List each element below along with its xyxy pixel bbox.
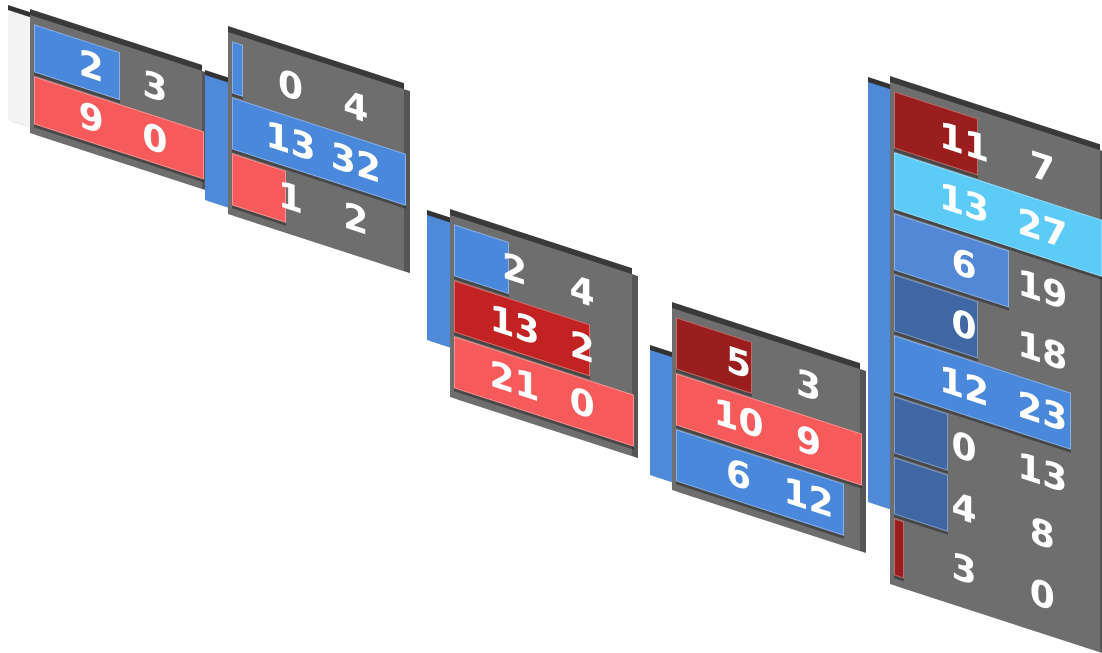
score-value-b: 4	[569, 267, 595, 317]
panel-side-bar	[650, 350, 674, 483]
score-value-b: 19	[1017, 261, 1068, 319]
score-value-b: 4	[343, 82, 369, 133]
panel-side-bar	[205, 75, 229, 208]
score-value-a: 5	[726, 339, 752, 389]
score-value-a: 0	[951, 300, 977, 351]
score-value-b: 0	[569, 379, 595, 429]
score-bar	[894, 518, 905, 579]
score-value-b: 9	[795, 417, 821, 467]
score-value-a: 0	[277, 61, 303, 111]
score-value-b: 0	[1029, 570, 1055, 620]
score-value-b: 3	[142, 63, 168, 113]
score-value-b: 0	[142, 115, 168, 165]
score-value-b: 18	[1017, 322, 1068, 380]
score-value-b: 7	[1029, 143, 1055, 193]
panel-side-bar	[868, 82, 890, 510]
score-value-a: 2	[501, 245, 528, 295]
score-value-b: 13	[1017, 444, 1068, 502]
score-value-b: 8	[1029, 509, 1055, 559]
score-value-a: 6	[726, 451, 752, 501]
score-value-a: 2	[78, 42, 104, 92]
score-value-b: 3	[795, 361, 821, 411]
score-bar	[232, 41, 243, 97]
panel-side-bar	[8, 10, 30, 128]
score-value-a: 4	[951, 483, 977, 534]
panel-side-bar	[427, 215, 451, 348]
score-value-a: 6	[951, 239, 977, 290]
score-value-a: 9	[78, 94, 104, 144]
score-value-a: 0	[951, 422, 977, 473]
score-value-b: 2	[569, 323, 595, 373]
score-value-b: 2	[343, 194, 369, 245]
score-value-a: 3	[951, 544, 977, 595]
score-value-a: 1	[277, 173, 303, 223]
